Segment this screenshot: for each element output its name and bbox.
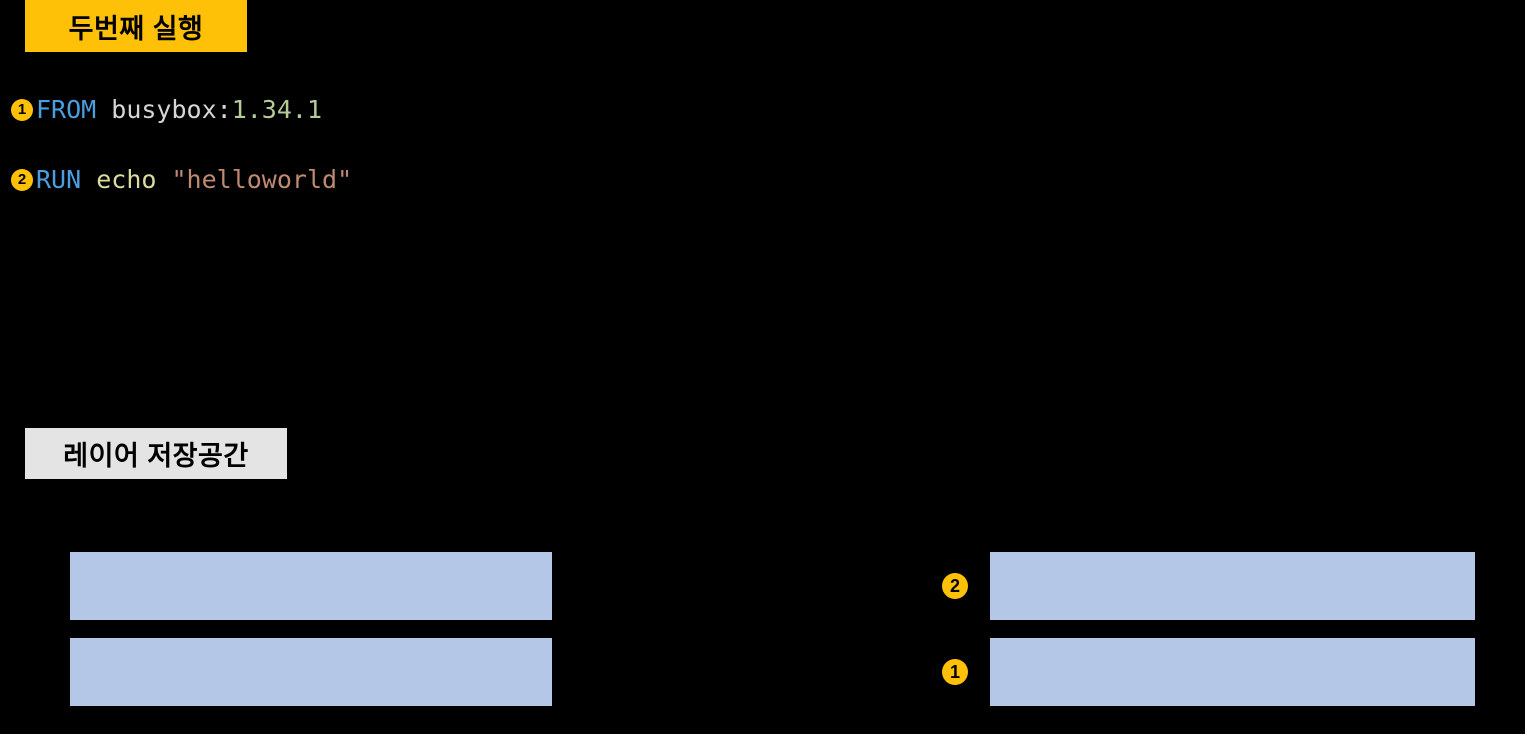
code-line-2-space-1 — [81, 158, 96, 202]
layer-badge-2: 2 — [942, 573, 968, 599]
layer-row — [70, 638, 552, 706]
code-line-2-number-badge: 2 — [11, 169, 33, 191]
layer-box — [70, 638, 552, 706]
layer-box — [990, 638, 1475, 706]
run-section-title-badge: 두번째 실행 — [25, 0, 247, 52]
storage-section-title-badge: 레이어 저장공간 — [25, 428, 287, 479]
code-line-1-number-badge: 1 — [11, 99, 33, 121]
code-line-2-command: echo — [96, 165, 157, 194]
layer-box — [990, 552, 1475, 620]
code-line-1-version: 1.34.1 — [231, 95, 323, 124]
layer-group-left — [70, 520, 552, 706]
layer-group-right: 2 1 — [942, 520, 1475, 706]
layer-row — [70, 552, 552, 620]
layer-storage-area: 2 1 — [0, 520, 1525, 734]
run-section-title-text: 두번째 실행 — [68, 13, 204, 44]
code-line-1-space — [96, 88, 111, 132]
code-line-2-string: "helloworld" — [171, 165, 353, 194]
storage-section-title-text: 레이어 저장공간 — [63, 441, 249, 471]
layer-row: 1 — [942, 638, 1475, 706]
code-line-2-keyword: RUN — [36, 165, 82, 194]
code-line-1-keyword: FROM — [36, 95, 97, 124]
layer-row: 2 — [942, 552, 1475, 620]
layer-box — [70, 552, 552, 620]
layer-badge-1: 1 — [942, 659, 968, 685]
code-line-2-space-2 — [156, 158, 171, 202]
code-line-1-image: busybox: — [111, 95, 232, 124]
